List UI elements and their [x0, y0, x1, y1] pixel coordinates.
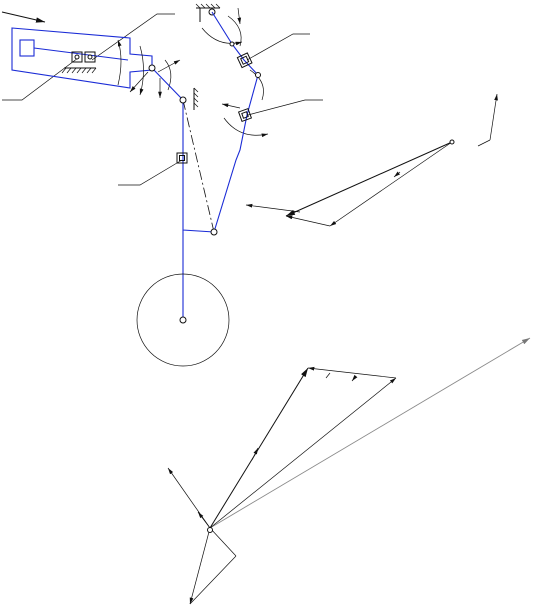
crank-pivot [148, 64, 199, 110]
link-right-long [213, 74, 259, 233]
plan-origin-joint [207, 527, 213, 533]
upper-slider-block-1 [71, 51, 83, 63]
mechanism-links [151, 11, 259, 320]
lower-joint [210, 228, 218, 236]
link-sliders [176, 41, 261, 236]
disk [136, 273, 230, 367]
leader-arrow-top-left [1, 11, 46, 23]
link-crank [151, 67, 184, 101]
leader-lines [1, 11, 323, 186]
housing-rail [33, 47, 129, 61]
velocity-polygon-right [245, 93, 498, 227]
upper-slider-block-2 [84, 51, 96, 63]
disk-center-joint [179, 316, 187, 324]
link-top-right [211, 11, 259, 76]
leader-line-lower-slider [2, 57, 79, 101]
leader-line-right-slider [246, 33, 310, 61]
housing-window [19, 39, 35, 57]
acceleration-plan-bottom [167, 337, 531, 605]
leader-line-left-slider [118, 159, 183, 186]
rotation-arcs [117, 7, 269, 138]
leader-line-mid-slider [247, 99, 323, 116]
leader-line-upper-slider [91, 13, 175, 61]
dash-dot-centerline [182, 99, 215, 233]
slider-housing [11, 27, 153, 89]
